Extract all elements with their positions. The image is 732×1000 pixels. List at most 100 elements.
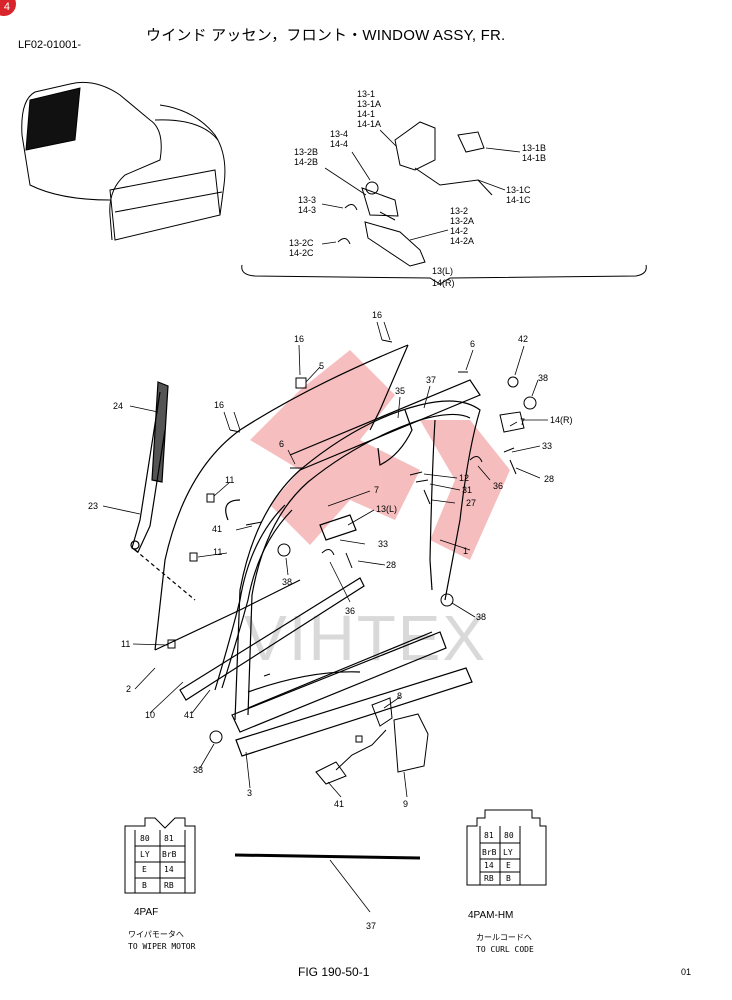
pin-label: E [142,865,147,874]
label-13-1a: 13-1A [357,99,381,109]
label-13-1b: 13-1B [522,143,546,153]
label-13-4: 13-4 [330,129,348,139]
callout-7-right: 7 [520,417,525,427]
callout-leaders [102,321,548,798]
callout-23: 23 [88,501,98,511]
label-13-1: 13-1 [357,89,375,99]
curl-connector-note-jp: カールコードへ [476,933,532,942]
callout-3: 3 [247,788,252,798]
wiper-connector-note-jp: ワイパモータへ [128,930,184,939]
callout-35: 35 [395,386,405,396]
callout-11-top: 11 [225,475,234,485]
callout-6-left: 6 [279,439,284,449]
label-14-1c: 14-1C [506,195,531,205]
callout-37-harness: 37 [366,921,376,931]
callout-31: 31 [462,485,472,495]
label-14-1: 14-1 [357,109,375,119]
callout-36-right: 36 [493,481,503,491]
label-13-2b: 13-2B [294,147,318,157]
callout-38-right: 38 [476,612,486,622]
pin-label: LY [140,850,150,859]
label-13-1c: 13-1C [506,185,531,195]
curl-cord-connector [466,809,547,886]
label-14-4: 14-4 [330,139,348,149]
label-13-3: 13-3 [298,195,316,205]
callout-33-left: 33 [378,539,388,549]
wiper-connector-note-en: TO WIPER MOTOR [128,942,196,951]
callout-9: 9 [403,799,408,809]
inset-part-labels: 13-1 13-1A 14-1 14-1A 13-4 14-4 13-2B 14… [289,89,546,288]
page-mark: 01 [681,967,692,977]
curl-connector-code: 4PAM-HM [468,910,513,921]
curl-connector-note-en: TO CURL CODE [476,945,534,954]
wiper-motor-pin-labels: 80 81 LY BrB E 14 B RB 4PAF ワイパモータへ TO W… [128,834,196,951]
pin-label: 14 [164,865,174,874]
watermark-text: VIHTEX [244,602,487,674]
callout-16-mid: 16 [294,334,304,344]
callout-11-low: 11 [121,639,130,649]
page-corner-badge: 4 [0,0,16,16]
callout-12: 12 [459,473,469,483]
label-14-2c: 14-2C [289,248,314,258]
page-title: ウインド アッセン，フロント・WINDOW ASSY, FR. [146,27,506,44]
callout-2: 2 [126,684,131,694]
callout-41-upper: 41 [212,524,222,534]
small-fittings [167,339,537,785]
pin-label: 81 [484,831,494,840]
callout-37-frame: 37 [426,375,436,385]
callout-7-left: 7 [374,485,379,495]
pin-label: 80 [504,831,514,840]
pin-label: B [142,881,147,890]
callout-41-harness: 41 [334,799,344,809]
callout-13-left: 13(L) [376,504,397,514]
callout-28-right: 28 [544,474,554,484]
callout-38-bottom: 38 [193,765,203,775]
wiper-motor-connector [124,817,196,894]
callout-14-right: 14(R) [550,415,573,425]
wiper-connector-code: 4PAF [134,907,158,918]
callout-27: 27 [466,498,476,508]
label-14-3: 14-3 [298,205,316,215]
cab-overview-sketch [21,81,226,241]
label-14-2b: 14-2B [294,157,318,167]
label-13-2a: 13-2A [450,216,474,226]
callout-6-right: 6 [470,339,475,349]
label-13-2: 13-2 [450,206,468,216]
pin-label: E [506,861,511,870]
pin-label: RB [164,881,174,890]
curl-cord-pin-labels: 81 80 BrB LY 14 E RB B 4PAM-HM カールコードへ T… [468,831,534,954]
callout-36-left: 36 [345,606,355,616]
pin-label: BrB [482,848,497,857]
pin-label: 14 [484,861,494,870]
document-code: LF02-01001- [18,39,81,51]
label-14-right: 14(R) [432,278,455,288]
callout-16-top: 16 [372,310,382,320]
callout-8: 8 [397,691,402,701]
label-14-2a: 14-2A [450,236,474,246]
callout-28-left: 28 [386,560,396,570]
callout-33-right: 33 [542,441,552,451]
main-callout-labels: 16 16 16 5 6 6 42 38 38 38 38 35 37 37 7… [88,310,573,931]
harness-37 [234,853,421,913]
callout-5: 5 [319,361,324,371]
pin-label: LY [503,848,513,857]
label-13-left: 13(L) [432,266,453,276]
figure-number: FIG 190-50-1 [298,965,370,979]
hinge-bracket-inset [241,121,647,285]
callout-11-mid: 11 [213,547,222,557]
pin-label: 81 [164,834,174,843]
callout-24: 24 [113,401,123,411]
callout-10: 10 [145,710,155,720]
pin-label: RB [484,874,494,883]
callout-38-mid: 38 [282,577,292,587]
label-14-1b: 14-1B [522,153,546,163]
pin-label: BrB [162,850,177,859]
pin-label: 80 [140,834,150,843]
callout-41-lower: 41 [184,710,194,720]
wiper-arm-and-blade [130,381,196,601]
inset-leader-lines [321,129,521,245]
label-14-2: 14-2 [450,226,468,236]
callout-38-top: 38 [538,373,548,383]
